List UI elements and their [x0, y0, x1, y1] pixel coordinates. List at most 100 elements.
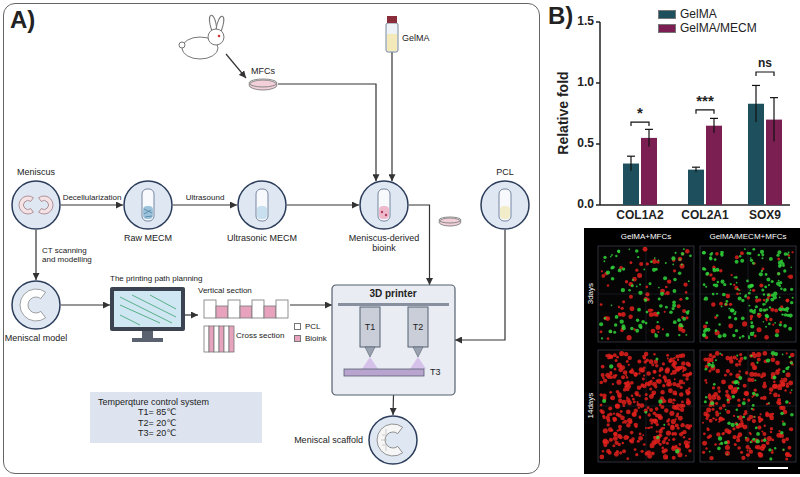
red-cell: [735, 363, 739, 367]
category-label: SOX9: [749, 209, 781, 223]
red-cell: [612, 417, 616, 421]
red-cell: [777, 272, 780, 275]
red-cell: [729, 303, 732, 306]
red-cell: [628, 282, 633, 287]
red-cell: [737, 399, 740, 402]
red-cell: [662, 384, 665, 387]
red-cell: [677, 366, 681, 370]
red-cell: [770, 431, 772, 433]
green-cell: [638, 324, 642, 328]
green-cell: [738, 297, 742, 301]
green-cell: [715, 329, 718, 332]
scale-bar: [758, 467, 788, 469]
red-cell: [709, 456, 713, 460]
panel-letter: B): [548, 2, 573, 30]
green-cell: [750, 321, 753, 324]
green-cell: [748, 337, 750, 339]
green-cell: [755, 427, 758, 430]
red-cell: [740, 251, 744, 255]
legend-label: GelMA: [680, 8, 717, 22]
red-cell: [779, 406, 783, 410]
node-label: Cross section: [236, 331, 284, 340]
red-cell: [777, 394, 780, 397]
panel-letter: A): [10, 6, 35, 34]
printer-rail: [338, 303, 449, 306]
process-circle: Meniscal model: [11, 280, 61, 330]
microscopy-image: [598, 350, 694, 462]
green-cell: [738, 376, 742, 380]
red-cell: [766, 441, 770, 445]
red-cell: [607, 337, 610, 340]
green-cell: [746, 280, 749, 283]
connector-arrow: [185, 314, 198, 315]
green-cell: [775, 333, 779, 337]
green-cell: [654, 257, 656, 259]
red-cell: [656, 423, 659, 426]
image-grid: [700, 350, 796, 462]
red-cell: [668, 418, 671, 421]
significance-bracket: [756, 72, 774, 76]
red-cell: [651, 329, 656, 334]
green-cell: [743, 356, 746, 359]
green-cell: [719, 353, 721, 355]
green-cell: [637, 256, 639, 258]
red-cell: [681, 401, 684, 404]
red-cell: [618, 394, 622, 398]
cross-section-drawing: [204, 326, 234, 352]
red-cell: [615, 359, 618, 362]
red-cell: [639, 432, 642, 435]
red-cell: [712, 277, 716, 281]
green-cell: [786, 253, 788, 255]
circle-outline: [12, 181, 60, 229]
red-cell: [721, 432, 724, 435]
red-cell: [719, 406, 723, 410]
red-cell: [685, 291, 688, 294]
green-cell: [615, 315, 619, 319]
circle-outline: [369, 416, 417, 464]
red-cell: [651, 440, 656, 445]
green-cell: [656, 436, 659, 439]
green-cell: [752, 404, 755, 407]
node-label: T1= 85℃: [98, 407, 254, 417]
red-cell: [738, 415, 743, 420]
red-cell: [653, 353, 655, 355]
red-cell: [628, 314, 632, 318]
red-cell: [715, 351, 720, 356]
red-cell: [782, 449, 784, 451]
green-cell: [615, 255, 617, 257]
scaffold-icon: [377, 424, 403, 456]
node-label: T1: [365, 322, 376, 332]
red-cell: [725, 356, 730, 361]
red-cell: [758, 453, 763, 458]
red-cell: [751, 396, 753, 398]
red-cell: [679, 298, 682, 301]
bioink-strand: [264, 306, 276, 318]
cell-dot: [385, 214, 387, 216]
red-cell: [789, 392, 791, 394]
petri-dish-rim: [439, 217, 461, 223]
curing-light: [362, 357, 378, 369]
red-cell: [685, 377, 688, 380]
green-cell: [780, 431, 784, 435]
green-cell: [644, 411, 647, 414]
green-cell: [720, 442, 723, 445]
red-cell: [745, 371, 749, 375]
error-bar: [755, 85, 756, 122]
green-cell: [703, 283, 706, 286]
error-bar: [695, 167, 696, 172]
process-circle: Meniscus-derived bioink: [359, 180, 409, 230]
green-cell: [617, 250, 620, 253]
node-label: T2= 20℃: [98, 418, 254, 428]
red-cell: [763, 424, 765, 426]
red-cell: [626, 376, 629, 379]
rabbit-eye: [218, 35, 221, 38]
red-cell: [725, 445, 730, 450]
green-cell: [722, 333, 726, 337]
red-cell: [677, 359, 679, 361]
red-cell: [648, 381, 653, 386]
red-cell: [665, 286, 668, 289]
red-cell: [757, 313, 762, 318]
red-cell: [662, 328, 664, 330]
red-cell: [689, 372, 692, 375]
red-cell: [609, 372, 612, 375]
